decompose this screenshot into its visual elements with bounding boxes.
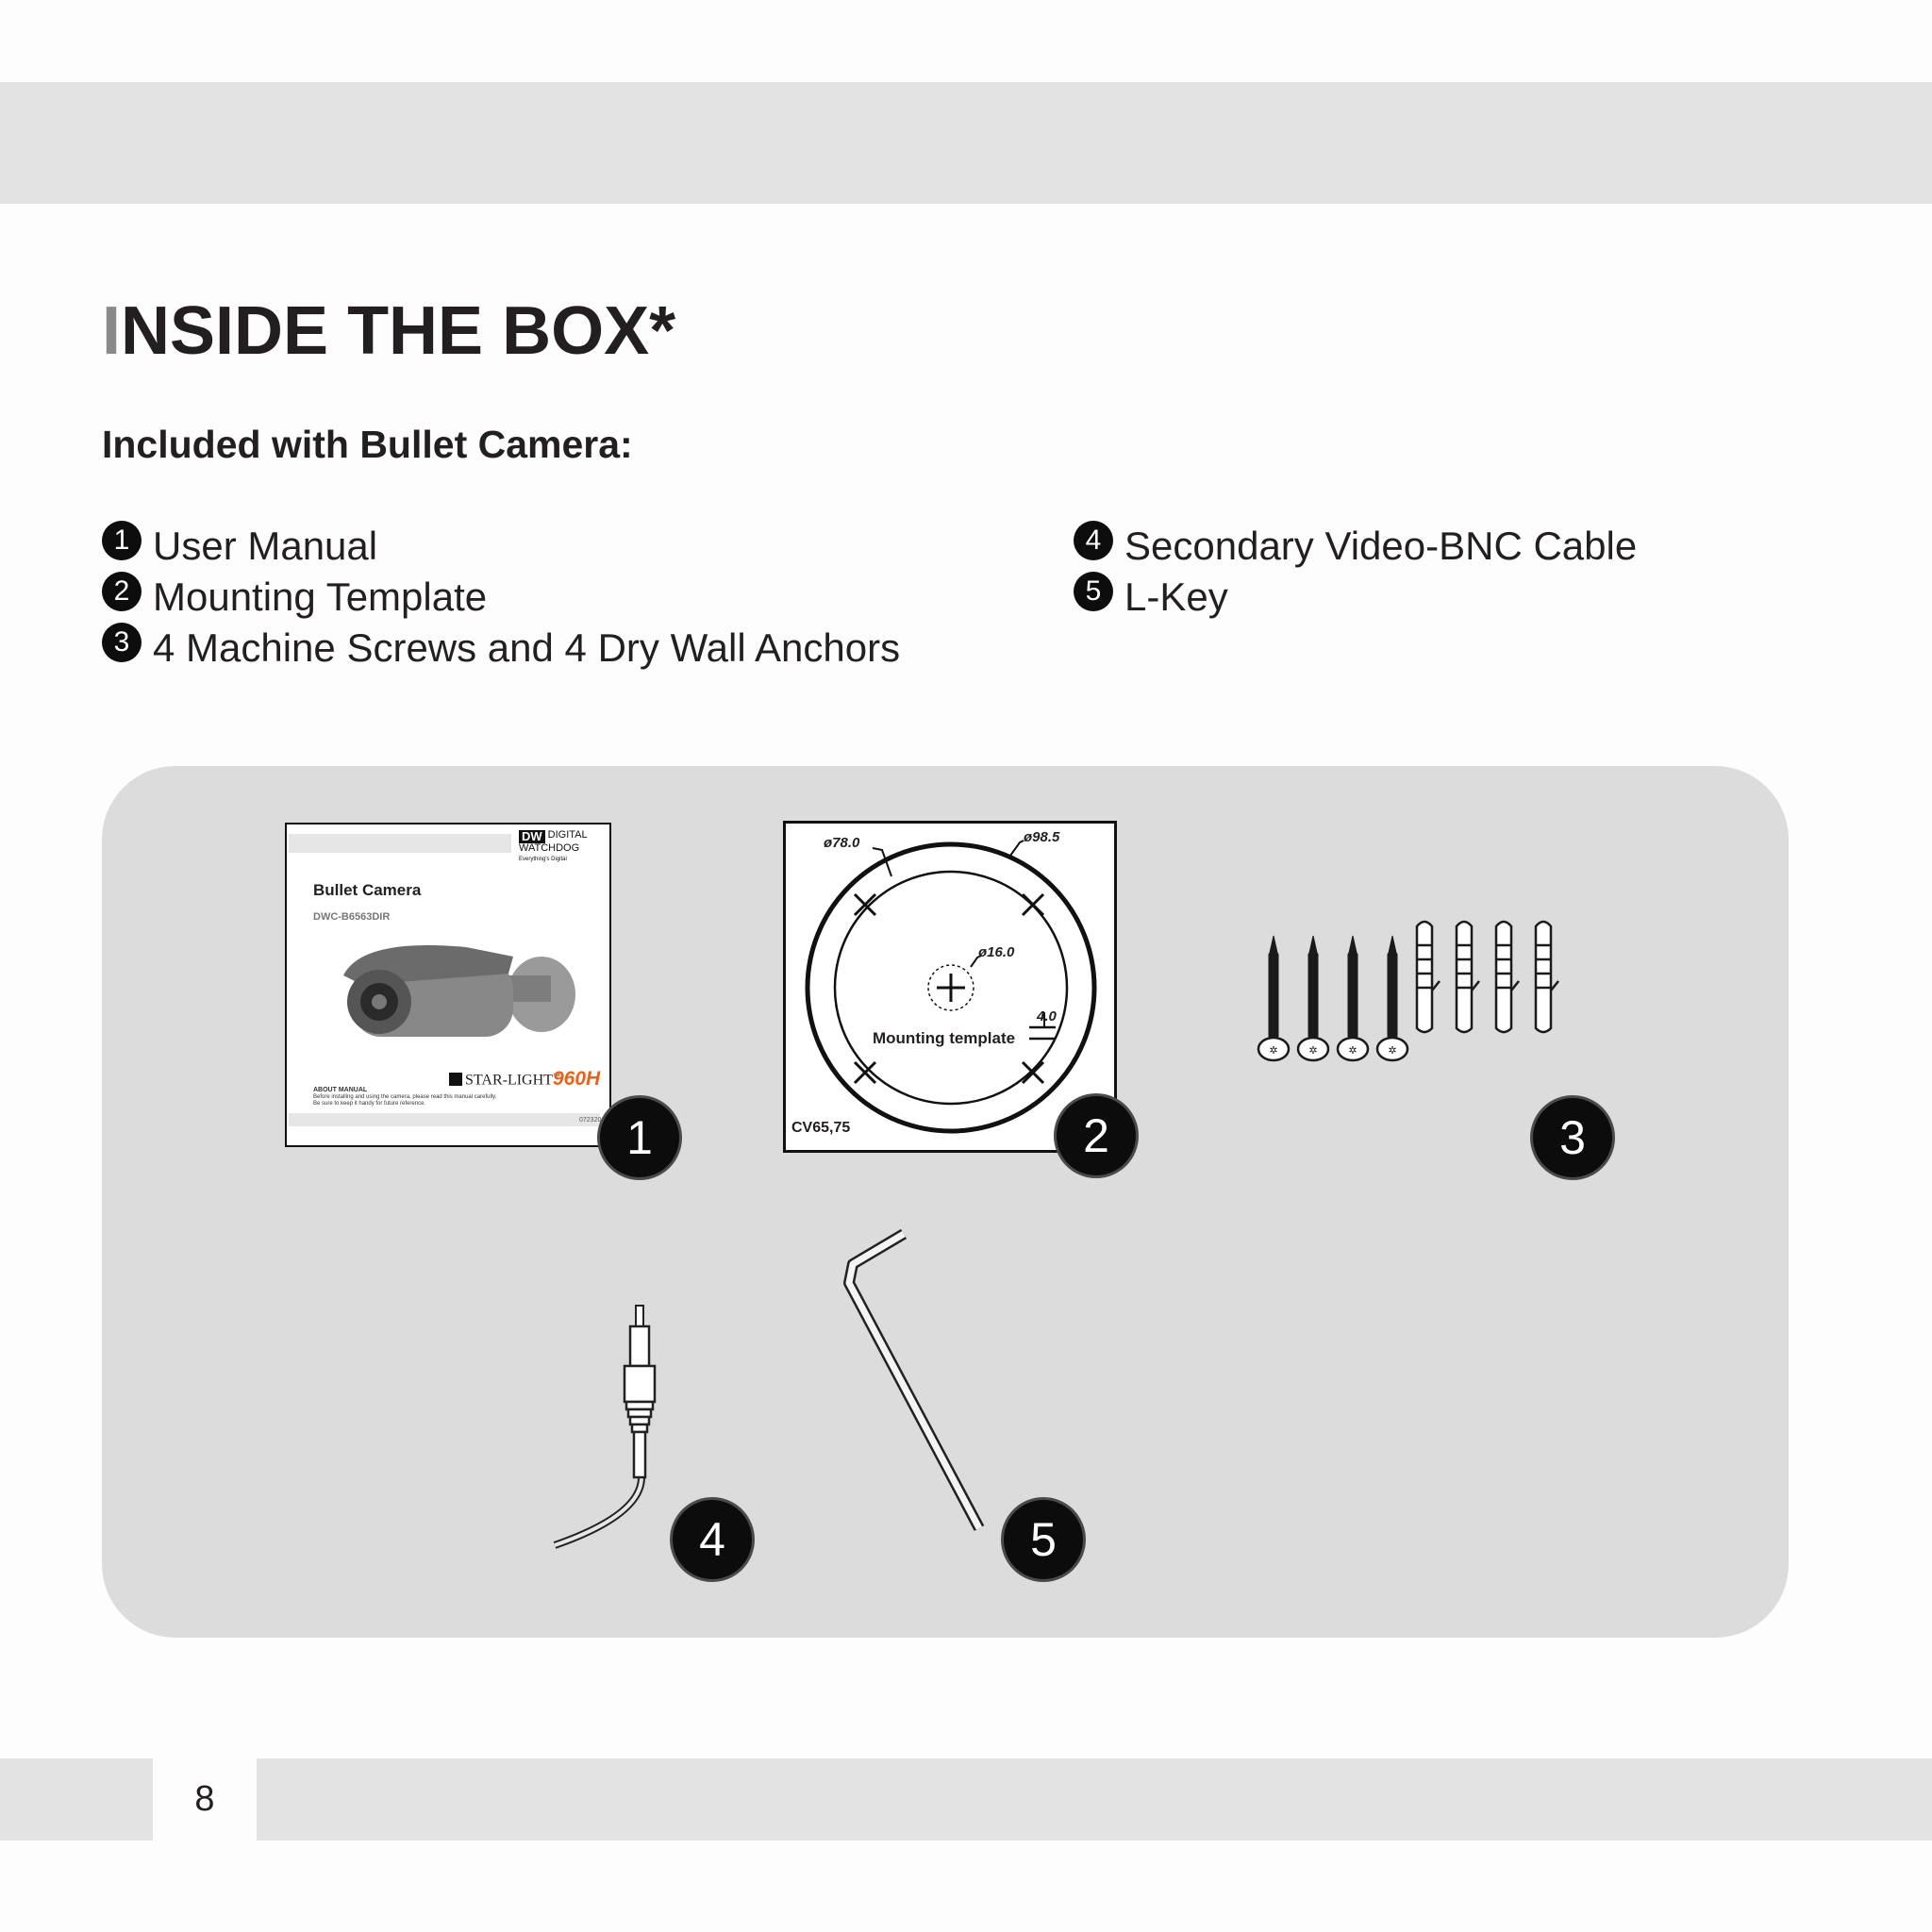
machine-screws: ✲ ✲ ✲ ✲ [1257, 935, 1409, 1062]
item-badge-1: 1 [597, 1095, 682, 1180]
dw-logo: DW [519, 830, 545, 843]
manual-code: 072320 [579, 1117, 602, 1124]
item-label: User Manual [153, 524, 378, 568]
item-badge-2: 2 [1054, 1093, 1139, 1178]
list-item: 1 User Manual [102, 521, 900, 572]
drywall-anchors [1415, 920, 1559, 1034]
bnc-cable-illustration [553, 1305, 657, 1549]
item-badge-3: 3 [1530, 1095, 1615, 1180]
dimension-center: ø16.0 [978, 944, 1015, 960]
header-band [0, 82, 1932, 204]
manual-brand-name: DIGITAL WATCHDOG [519, 829, 588, 854]
section-subtitle: Included with Bullet Camera: [102, 423, 633, 466]
page-title-rest: NSIDE THE BOX* [121, 293, 676, 369]
manual-model: DWC-B6563DIR [313, 911, 391, 923]
template-drawing [805, 840, 1097, 1134]
item-number-badge: 1 [102, 521, 142, 560]
dimension-outer-left: ø78.0 [824, 835, 860, 851]
page-title: INSIDE THE BOX* [102, 292, 675, 370]
manual-header-bar [289, 834, 511, 853]
svg-text:✲: ✲ [1388, 1044, 1396, 1057]
list-item: 5 L-Key [1074, 572, 1637, 623]
item-number-badge: 5 [1074, 572, 1113, 611]
trademark-mark: ™ [552, 1072, 560, 1080]
manual-title: Bullet Camera [313, 881, 422, 899]
svg-text:✲: ✲ [1348, 1044, 1357, 1057]
page-title-initial: I [102, 293, 122, 369]
page-number: 8 [194, 1779, 215, 1819]
contents-list-right: 4 Secondary Video-BNC Cable 5 L-Key [1074, 521, 1637, 623]
list-item: 4 Secondary Video-BNC Cable [1074, 521, 1637, 572]
manual-footer-bar [289, 1113, 600, 1126]
item-label: Mounting Template [153, 575, 488, 619]
starlight-logo: STAR-LIGHT™ [449, 1072, 560, 1089]
l-key-illustration [843, 1228, 985, 1531]
list-item: 3 4 Machine Screws and 4 Dry Wall Anchors [102, 623, 900, 674]
template-label: Mounting template [873, 1029, 1016, 1047]
mounting-template-illustration: ø78.0 ø98.5 ø16.0 4.0 Mounting template … [783, 821, 1117, 1153]
list-item: 2 Mounting Template [102, 572, 900, 623]
item-number-badge: 3 [102, 623, 142, 662]
item-label: 4 Machine Screws and 4 Dry Wall Anchors [153, 625, 901, 670]
dimension-outer-right: ø98.5 [1024, 829, 1060, 845]
item-label: Secondary Video-BNC Cable [1124, 524, 1638, 568]
bullet-camera-icon [343, 945, 575, 1037]
contents-list-left: 1 User Manual 2 Mounting Template 3 4 Machi… [102, 521, 900, 674]
item-badge-4: 4 [670, 1497, 755, 1582]
item-number-badge: 2 [102, 572, 142, 611]
item-label: L-Key [1124, 575, 1228, 619]
footer-band-left [0, 1758, 153, 1840]
item-number-badge: 4 [1074, 521, 1113, 560]
manual-brand-tagline: Everything's Digital [519, 857, 567, 862]
screws-and-anchors-illustration: ✲ ✲ ✲ ✲ [1257, 920, 1559, 1062]
svg-text:✲: ✲ [1308, 1044, 1317, 1057]
item-badge-5: 5 [1001, 1497, 1086, 1582]
about-heading: ABOUT MANUAL [313, 1087, 368, 1093]
about-line-1: Before installing and using the camera, … [313, 1094, 497, 1100]
template-code: CV65,75 [791, 1120, 851, 1136]
dimension-side: 4.0 [1037, 1008, 1057, 1024]
footer-band-right [257, 1758, 1932, 1840]
about-line-2: Be sure to keep it handy for future refe… [313, 1101, 426, 1107]
starlight-text: STAR-LIGHT [465, 1072, 553, 1089]
svg-text:✲: ✲ [1269, 1044, 1277, 1057]
resolution-label: 960H [553, 1068, 601, 1090]
